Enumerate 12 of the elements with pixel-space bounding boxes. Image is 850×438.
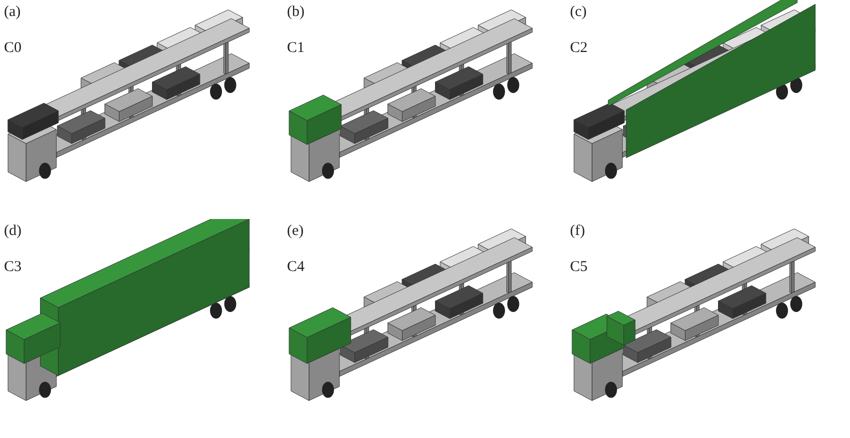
panel-label: (e) xyxy=(287,223,304,240)
configuration-label: C4 xyxy=(287,259,305,276)
configuration-label: C1 xyxy=(287,40,305,57)
panel-label: (f) xyxy=(570,223,585,240)
panel-label: (b) xyxy=(287,4,304,21)
panel-label: (c) xyxy=(570,4,587,21)
panel-label: (a) xyxy=(4,4,21,21)
panel-label: (d) xyxy=(4,223,22,240)
configuration-label: C2 xyxy=(570,40,588,57)
configuration-label: C5 xyxy=(570,259,588,276)
configuration-label: C3 xyxy=(4,259,22,276)
configuration-label: C0 xyxy=(4,40,22,57)
